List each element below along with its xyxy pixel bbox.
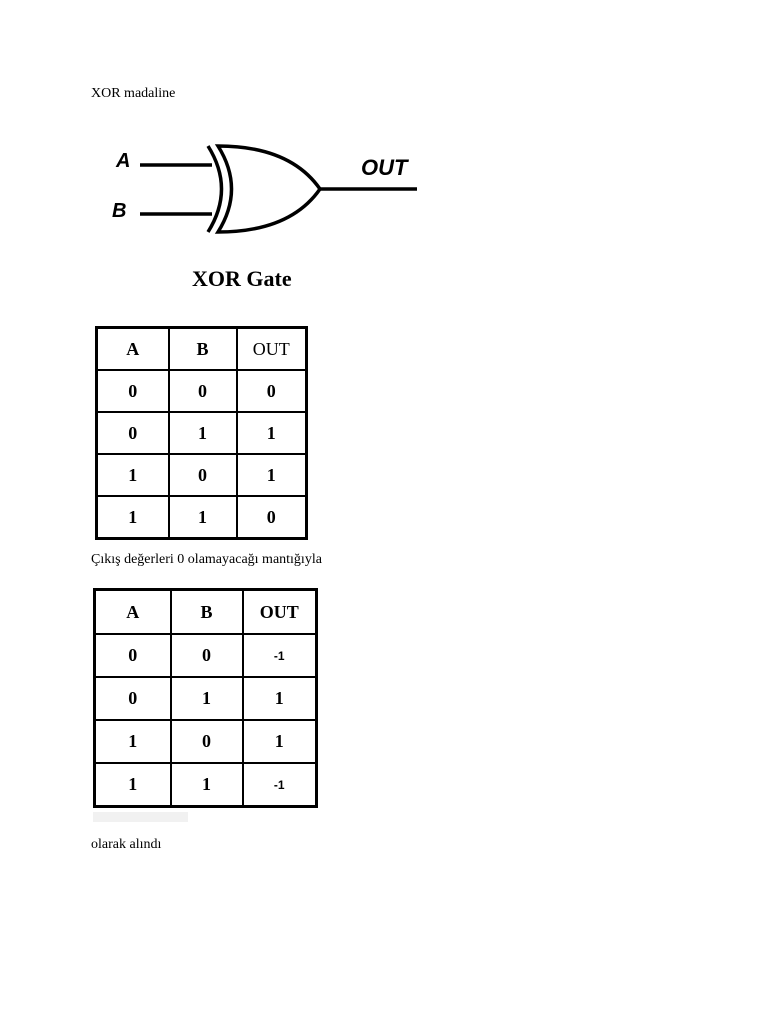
cell-out: -1 xyxy=(241,633,318,678)
cell-out: 1 xyxy=(235,453,308,497)
cell-out: 0 xyxy=(235,495,308,540)
cell-out: 1 xyxy=(235,411,308,455)
truth-table-xor: A B OUT 0 0 0 0 1 1 1 0 1 1 1 0 xyxy=(95,326,308,540)
table-row: 0 1 1 xyxy=(93,676,318,721)
table-row: 1 0 1 xyxy=(95,453,308,497)
cell-b: 0 xyxy=(167,453,238,497)
cell-out: -1 xyxy=(241,762,318,808)
table-row: 0 0 -1 xyxy=(93,633,318,678)
cell-a: 0 xyxy=(95,411,170,455)
xor-input-curve xyxy=(206,145,224,233)
gate-caption: XOR Gate xyxy=(192,266,292,291)
header-out: OUT xyxy=(235,326,308,371)
cell-b: 0 xyxy=(167,369,238,413)
xor-gate-diagram xyxy=(140,144,417,234)
cell-b: 1 xyxy=(167,495,238,540)
cell-a: 0 xyxy=(93,633,172,678)
cell-b: 1 xyxy=(169,676,244,721)
table-row: 1 1 -1 xyxy=(93,762,318,808)
cell-b: 0 xyxy=(169,633,244,678)
heading-paragraph: XOR madaline xyxy=(91,86,176,101)
cell-out: 1 xyxy=(241,676,318,721)
cell-a: 1 xyxy=(93,719,172,764)
output-label: OUT xyxy=(361,155,408,180)
input-a-label: A xyxy=(116,150,131,172)
header-a: A xyxy=(95,326,170,371)
end-paragraph: olarak alındı xyxy=(91,837,162,852)
cell-b: 1 xyxy=(169,762,244,808)
table-row: 1 1 0 xyxy=(95,495,308,540)
header-out: OUT xyxy=(241,588,318,635)
header-a: A xyxy=(93,588,172,635)
table-row: 0 0 0 xyxy=(95,369,308,413)
cell-a: 0 xyxy=(93,676,172,721)
input-b-label: B xyxy=(112,200,127,222)
cell-a: 1 xyxy=(95,453,170,497)
cell-out: 0 xyxy=(235,369,308,413)
cell-b: 1 xyxy=(167,411,238,455)
cell-a: 1 xyxy=(93,762,172,808)
truth-table-bipolar: A B OUT 0 0 -1 0 1 1 1 0 1 1 1 -1 xyxy=(93,588,318,808)
table-row: 0 1 1 xyxy=(95,411,308,455)
header-b: B xyxy=(167,326,238,371)
table-row: 1 0 1 xyxy=(93,719,318,764)
middle-paragraph: Çıkış değerleri 0 olamayacağı mantığıyla xyxy=(91,552,322,567)
table-header-row: A B OUT xyxy=(93,588,318,635)
cell-b: 0 xyxy=(169,719,244,764)
table-header-row: A B OUT xyxy=(95,326,308,371)
header-b: B xyxy=(169,588,244,635)
cell-out: 1 xyxy=(241,719,318,764)
xor-gate-body xyxy=(214,144,323,234)
cell-a: 1 xyxy=(95,495,170,540)
cell-a: 0 xyxy=(95,369,170,413)
image-edge-shade xyxy=(93,812,188,822)
